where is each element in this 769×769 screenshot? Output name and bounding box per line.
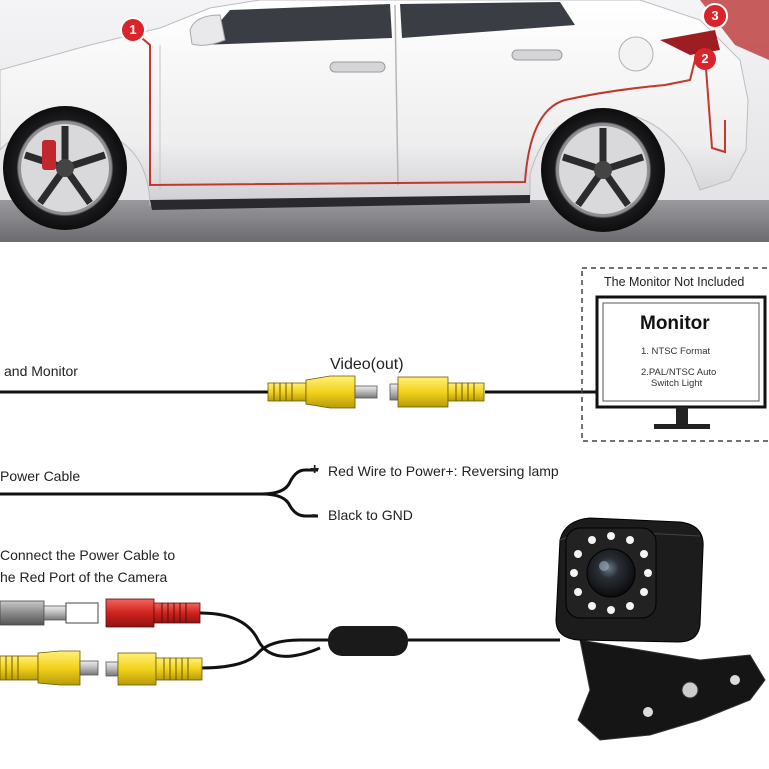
- monitor-spec-1: 1. NTSC Format: [641, 346, 711, 357]
- power-cable-label: Power Cable: [0, 468, 81, 484]
- monitor-not-included-box: [581, 267, 769, 442]
- power-port-red-plug: [105, 598, 201, 628]
- backup-camera-icon: [555, 517, 766, 741]
- route-badge-2: 2: [694, 48, 716, 70]
- video-male-plug: [267, 375, 378, 409]
- power-cable: [0, 468, 318, 518]
- monitor-spec-2-line1: 2.PAL/NTSC Auto: [641, 367, 717, 378]
- cable-junction: [328, 626, 408, 656]
- connect-instruction-line1: Connect the Power Cable to: [0, 547, 176, 563]
- black-wire-label: Black to GND: [328, 507, 413, 523]
- video-female-plug: [389, 376, 485, 408]
- video-out-label: Video(out): [330, 356, 404, 373]
- led-ring: [570, 532, 652, 614]
- rear-wheel: [541, 108, 665, 232]
- video-port-yellow-plug-right: [105, 652, 203, 686]
- monitor-spec-2-line2: Switch Light: [651, 378, 703, 389]
- route-badge-3: 3: [702, 3, 728, 29]
- route-badge-1: 1: [120, 17, 146, 43]
- black-wire-sign: -: [311, 506, 317, 523]
- red-wire-label: Red Wire to Power+: Reversing lamp: [328, 463, 559, 479]
- camera-cable: [199, 611, 560, 670]
- monitor-icon: [595, 295, 767, 429]
- power-port-gray-plug: [0, 600, 99, 626]
- camera-monitor-label: and Monitor: [4, 363, 78, 379]
- camera-lens: [586, 548, 636, 598]
- connect-instruction-line2: he Red Port of the Camera: [0, 569, 168, 585]
- monitor-title: Monitor: [640, 313, 710, 334]
- car-photo: [0, 0, 769, 242]
- video-port-yellow-plug-left: [0, 650, 99, 686]
- red-wire-sign: +: [310, 461, 320, 478]
- cable-route-line: [129, 27, 726, 187]
- monitor-not-included-label: The Monitor Not Included: [604, 275, 745, 289]
- front-wheel: [3, 106, 127, 230]
